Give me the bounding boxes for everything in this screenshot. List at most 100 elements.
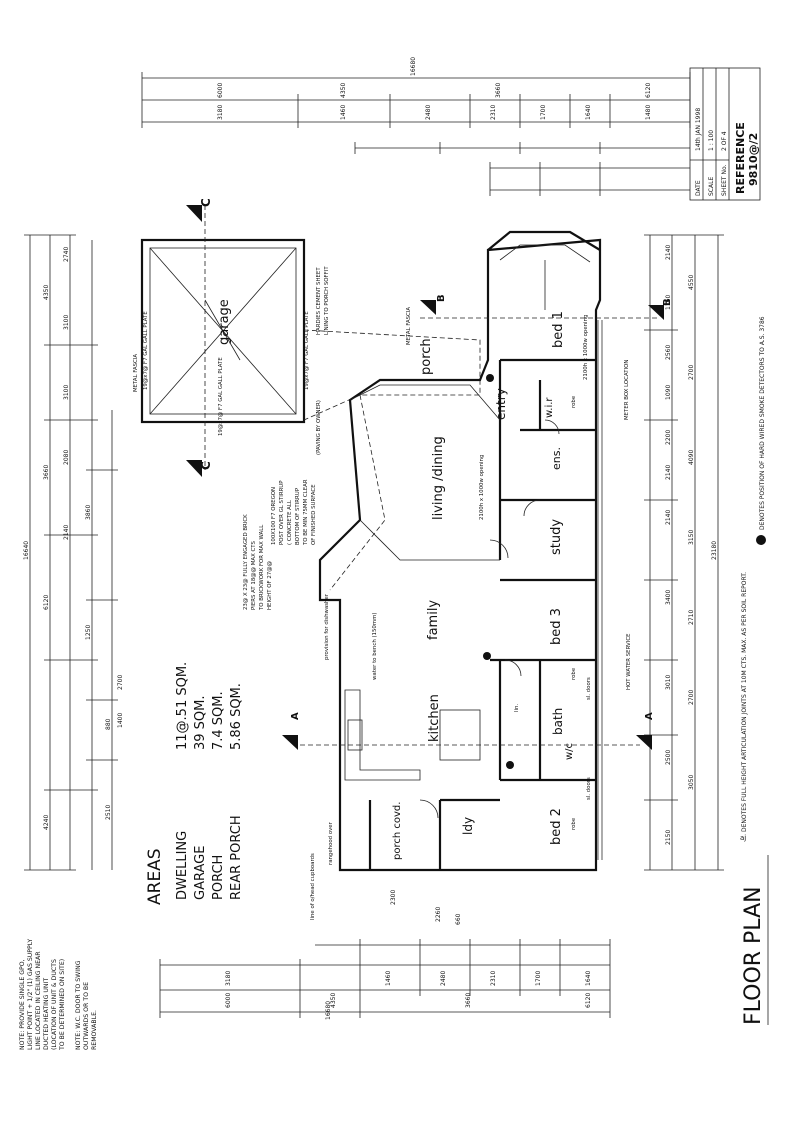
annotations: METAL FASCIA 19@x7@ F7 GAL GALL PLATE 19… [133,266,632,920]
note-oregon-post-f: OF FINISHED SURFACE [311,484,317,545]
dim-porch-1: 2300 [390,890,397,905]
dim-right-sub-8: 3400 [665,590,672,605]
dim-left-sub-3: 3100 [63,385,70,400]
section-a-left: A [290,712,301,720]
dim-left-3: 6120 [43,595,50,610]
areas-label-porch: PORCH [211,855,226,900]
section-c-top: C [199,198,213,207]
title-block: DATE 14th JAN 1998 SCALE 1 : 100 SHEET N… [689,67,761,201]
dim-right-sub-3: 2560 [665,345,672,360]
room-entry: entry [494,388,508,420]
dim-right-sub-11: 2150 [665,830,672,845]
scale-value: 1 : 100 [708,130,715,151]
dim-right-6: 2700 [688,690,695,705]
dim-top-sub-7: 1480 [645,105,652,120]
dim-left-sub-6: 3860 [85,505,92,520]
dim-right-sub-9: 3010 [665,675,672,690]
note-opening-b: 2100h x 1000w opening [583,315,589,380]
note-robe-bed3: robe [571,667,577,680]
dim-bottom-sub-6: 1640 [585,971,592,986]
note-hot-water: HOT WATER SERVICE [626,633,632,690]
note-oregon-post-b: POST OVER GL STIRRUP [279,480,285,545]
date-value: 14th JAN 1998 [695,108,702,151]
date-label: DATE [695,180,702,196]
room-wc: w/c [564,743,575,760]
room-porch-covd: porch covd. [392,802,403,860]
note-brick-pier-d: HEIGHT OF 27@@ [267,560,273,610]
room-kitchen: kitchen [427,694,442,742]
note-line-6: TO BE DETERMINED ON SITE) [59,959,66,1051]
note-sl-doors-bed3: sl. doors [586,677,592,700]
dim-porch-2: 2260 [435,907,442,922]
smoke-detector-family [483,652,491,660]
note-cement-sheet-b: LINING TO PORCH SOFFIT [324,266,330,335]
house-outline [318,238,602,872]
dim-top-2: 4350 [340,83,347,98]
dim-bottom-sub-4: 2310 [490,971,497,986]
room-porch: porch [419,338,434,375]
section-a-right: A [644,712,655,720]
areas-label-dwelling: DWELLING [175,831,190,900]
dim-right-1: 4550 [688,275,695,290]
dim-left-sub-4: 2080 [63,450,70,465]
room-study: study [549,519,564,555]
room-garage: garage [217,299,232,345]
areas-value-garage: 39 SQM. [193,695,208,750]
note-gall-plate-c: 19@x7@ F7 GAL GALL PLATE [218,357,224,436]
dim-bottom-3: 3660 [465,993,472,1008]
dim-right-sub-6: 2140 [665,465,672,480]
room-wir: w.i.r [544,397,555,418]
dim-left-sub-2: 3100 [63,315,70,330]
legend-smoke: DENOTES POSITION OF HARD WIRED SMOKE DET… [759,316,766,530]
note-oregon-post-a: 100X100 F7 OREGON [271,487,277,545]
dim-right-sub-5: 2200 [665,430,672,445]
note-line-1: NOTE: PROVIDE SINGLE GPO, [19,959,26,1050]
dim-right-sub-1: 2140 [665,245,672,260]
dim-top-sub-3: 2480 [425,105,432,120]
dim-right-sub-10: 2500 [665,750,672,765]
areas-table: AREAS DWELLING 11@.51 SQM. GARAGE 39 SQM… [145,662,244,905]
dim-bath-2: 2700 [117,675,124,690]
room-ens: ens. [550,447,563,470]
room-bed2: bed 2 [549,808,564,845]
dim-top-sub-2: 1460 [340,105,347,120]
note-water-bench: water to bench (150mm) [372,613,378,680]
legend-articulation: DENOTES FULL HEIGHT ARTICULATION JOINTS … [741,572,748,832]
dim-left-4: 4240 [43,815,50,830]
dim-top-sub-1: 3180 [217,105,224,120]
note-metal-fascia-left: METAL FASCIA [133,354,139,392]
plan-title: FLOOR PLAN [741,886,766,1025]
note-dishwasher: provision for dishwasher [324,593,330,660]
section-markers: A A B B C C [186,198,673,750]
room-bath: bath [551,708,565,735]
notes-block: NOTE: PROVIDE SINGLE GPO, LIGHT POINT + … [19,939,98,1051]
dim-left-sub-8: 880 [105,718,112,730]
note-robe-bed1: robe [571,395,577,408]
dim-top-sub-6: 1640 [585,105,592,120]
areas-value-porch: 7.4 SQM. [211,691,226,750]
note-gall-plate-b: 19@x7@ F7 GAL GALL PLATE [304,311,310,390]
note-line-7: NOTE: W.C. DOOR TO SWING [75,960,82,1050]
note-gall-plate-a: 19@x7@ F7 GAL GALL PLATE [143,311,149,390]
note-opening-a: 2100h x 1000w opening [479,455,485,520]
dim-bottom-sub-1: 3180 [225,971,232,986]
dim-left-overall: 16640 [23,541,30,560]
sheet-label: SHEET No. [721,164,728,196]
dim-left-sub-1: 2740 [63,247,70,262]
dim-top-overall: 16680 [410,57,417,76]
sheet-value: 2 OF 4 [721,131,728,151]
dim-right-sub-2: 1160 [665,295,672,310]
dim-right-3: 4090 [688,450,695,465]
reference-label: REFERENCE [734,122,747,194]
areas-label-rear-porch: REAR PORCH [229,815,244,900]
dim-left-2: 3660 [43,465,50,480]
dim-right-4: 3150 [688,530,695,545]
note-overhead: line of o/head cupboards [310,853,316,920]
areas-value-rear-porch: 5.86 SQM. [229,683,244,750]
areas-label-garage: GARAGE [193,846,208,900]
dim-left-sub-5: 2140 [63,525,70,540]
room-family: family [426,600,441,640]
note-line-4: DUCTED HEATING UNIT [43,978,50,1050]
section-c-bottom: C [199,461,213,470]
dim-left-1: 4350 [43,285,50,300]
